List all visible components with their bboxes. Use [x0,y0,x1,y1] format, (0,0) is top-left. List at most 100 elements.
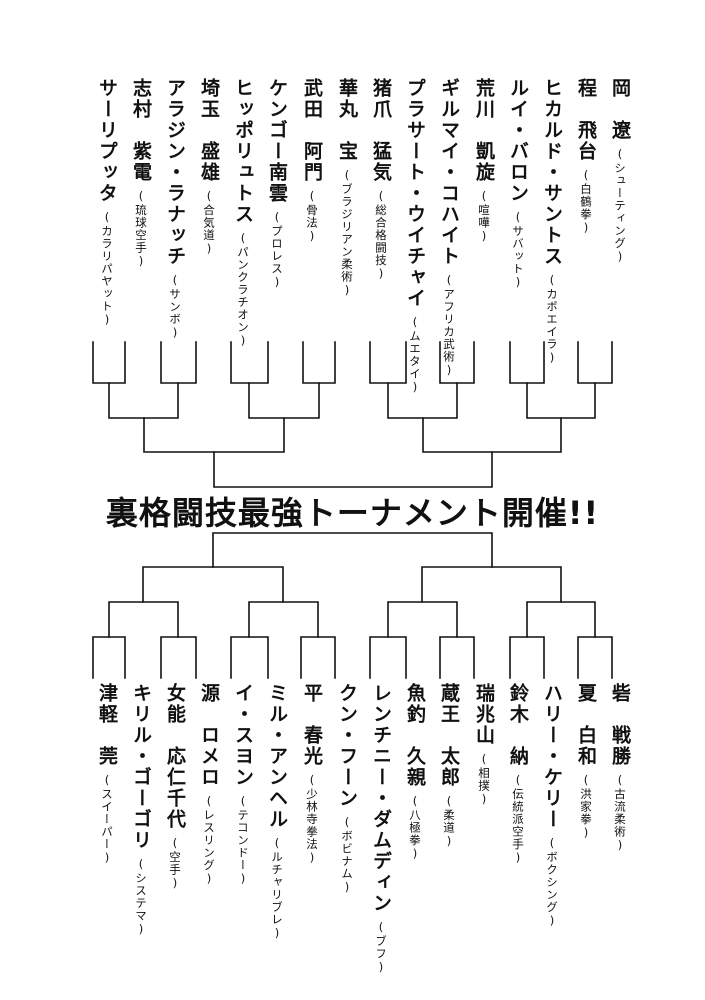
bottom-entrant-8: レンチニー・ダムディン (ブフ) [350,683,392,975]
entrant-style: (ムエタイ) [408,315,422,395]
entrant-name: 志村 紫電 [130,78,152,183]
entrant-style: (空手) [168,836,182,891]
top-entrant-4: ルイ・バロン (サバット) [487,78,529,290]
top-entrant-8: 猪爪 猛気 (総合格闘技) [350,78,392,282]
entrant-style: (総合格闘技) [374,189,388,282]
top-entrant-11: ケンゴー南雲 (プロレス) [246,78,288,290]
bottom-entrant-10: 平 春光 (少林寺拳法) [281,683,323,866]
entrant-style: (シューティング) [613,147,627,265]
entrant-name: ミル・アンヘル [266,683,288,830]
bottom-entrant-2: 夏 白和 (洪家拳) [555,683,597,841]
top-entrant-6: ギルマイ・コハイト (アフリカ武術) [418,78,460,378]
entrant-style: (プロレス) [270,210,284,290]
bottom-entrant-12: イ・スヨン (テコンドー) [212,683,254,887]
bottom-entrant-13: 源 ロメロ (レスリング) [178,683,220,887]
entrant-name: レンチニー・ダムディン [370,683,392,914]
entrant-style: (スイーパー) [100,773,114,866]
entrant-name: キリル・ゴーゴリ [130,683,152,851]
entrant-name: ヒカルド・サントス [541,78,563,267]
entrant-name: ルイ・バロン [507,78,529,204]
entrant-style: (伝統派空手) [511,773,525,866]
entrant-name: ギルマイ・コハイト [438,78,460,267]
bottom-entrant-1: 砦 戦勝 (古流柔術) [589,683,631,853]
bottom-entrant-3: ハリー・ケリー (ボクシング) [521,683,563,929]
entrant-name: 程 飛台 [575,78,597,162]
entrant-name: 武田 阿門 [301,78,323,183]
entrant-name: プラサート・ウイチャイ [404,78,426,309]
entrant-name: 津軽 莞 [96,683,118,767]
entrant-style: (洪家拳) [579,773,593,841]
entrant-style: (カポエイラ) [545,273,559,366]
entrant-style: (サンボ) [168,273,182,341]
entrant-name: 華丸 宝 [336,78,358,162]
entrant-style: (相撲) [477,752,491,807]
top-entrant-5: 荒川 凱旋 (喧嘩) [453,78,495,244]
entrant-name: ケンゴー南雲 [266,78,288,204]
entrant-style: (アフリカ武術) [442,273,456,378]
entrant-style: (ルチャリブレ) [270,836,284,941]
entrant-style: (システマ) [134,857,148,937]
top-entrant-15: 志村 紫電 (琉球空手) [110,78,152,269]
entrant-name: サーリプッタ [96,78,118,204]
entrant-name: 埼玉 盛雄 [198,78,220,183]
entrant-style: (柔道) [442,794,456,849]
entrant-name: ヒッポリュトス [232,78,254,225]
entrant-style: (合気道) [202,189,216,257]
bottom-entrant-4: 鈴木 納 (伝統派空手) [487,683,529,866]
top-entrant-3: ヒカルド・サントス (カポエイラ) [521,78,563,366]
entrant-name: クン・フーン [336,683,358,809]
top-entrant-7: プラサート・ウイチャイ (ムエタイ) [384,78,426,395]
entrant-name: 蔵王 太郎 [438,683,460,788]
bottom-entrant-15: キリル・ゴーゴリ (システマ) [110,683,152,937]
bottom-entrant-6: 蔵王 太郎 (柔道) [418,683,460,849]
top-entrant-12: ヒッポリュトス (パンクラチオン) [212,78,254,349]
top-entrant-14: アラジン・ラナッチ (サンボ) [144,78,186,341]
bottom-entrant-5: 瑞兆山 (相撲) [453,683,495,807]
bottom-entrant-16: 津軽 莞 (スイーパー) [76,683,118,866]
top-entrant-13: 埼玉 盛雄 (合気道) [178,78,220,257]
entrant-name: 瑞兆山 [473,683,495,746]
entrant-style: (テコンドー) [236,794,250,887]
top-bracket [92,341,613,488]
top-entrant-1: 岡 遼 (シューティング) [589,78,631,265]
bottom-entrant-11: ミル・アンヘル (ルチャリブレ) [246,683,288,941]
entrant-style: (少林寺拳法) [305,773,319,866]
entrant-style: (琉球空手) [134,189,148,269]
bottom-entrant-7: 魚釣 久親 (八極拳) [384,683,426,862]
entrant-style: (カラリパヤット) [100,210,114,328]
entrant-style: (ブラジリアン柔術) [340,168,354,298]
entrant-name: 魚釣 久親 [404,683,426,788]
top-entrant-10: 武田 阿門 (骨法) [281,78,323,244]
entrant-style: (ボクシング) [545,836,559,929]
entrant-style: (骨法) [305,189,319,244]
entrant-style: (八極拳) [408,794,422,862]
entrant-name: ハリー・ケリー [541,683,563,830]
top-entrant-9: 華丸 宝 (ブラジリアン柔術) [316,78,358,298]
entrant-name: 平 春光 [301,683,323,767]
entrant-style: (サバット) [511,210,525,290]
entrant-name: 女能 応仁千代 [164,683,186,830]
entrant-style: (レスリング) [202,794,216,887]
entrant-name: アラジン・ラナッチ [164,78,186,267]
top-entrant-2: 程 飛台 (白鶴拳) [555,78,597,236]
entrant-style: (白鶴拳) [579,168,593,236]
top-entrant-16: サーリプッタ (カラリパヤット) [76,78,118,328]
bottom-entrant-9: クン・フーン (ボビナム) [316,683,358,895]
entrant-style: (古流柔術) [613,773,627,853]
entrant-name: 夏 白和 [575,683,597,767]
entrant-name: 岡 遼 [609,78,631,141]
entrant-name: 源 ロメロ [198,683,220,788]
entrant-name: 鈴木 納 [507,683,529,767]
entrant-name: 砦 戦勝 [609,683,631,767]
entrant-style: (パンクラチオン) [236,231,250,349]
entrant-name: 荒川 凱旋 [473,78,495,183]
bottom-bracket [92,532,613,679]
entrant-name: イ・スヨン [232,683,254,788]
tournament-title: 裏格闘技最強トーナメント開催!! [105,494,600,532]
entrant-style: (ボビナム) [340,815,354,895]
bottom-entrant-14: 女能 応仁千代 (空手) [144,683,186,891]
entrant-style: (喧嘩) [477,189,491,244]
entrant-style: (ブフ) [374,920,388,975]
entrant-name: 猪爪 猛気 [370,78,392,183]
